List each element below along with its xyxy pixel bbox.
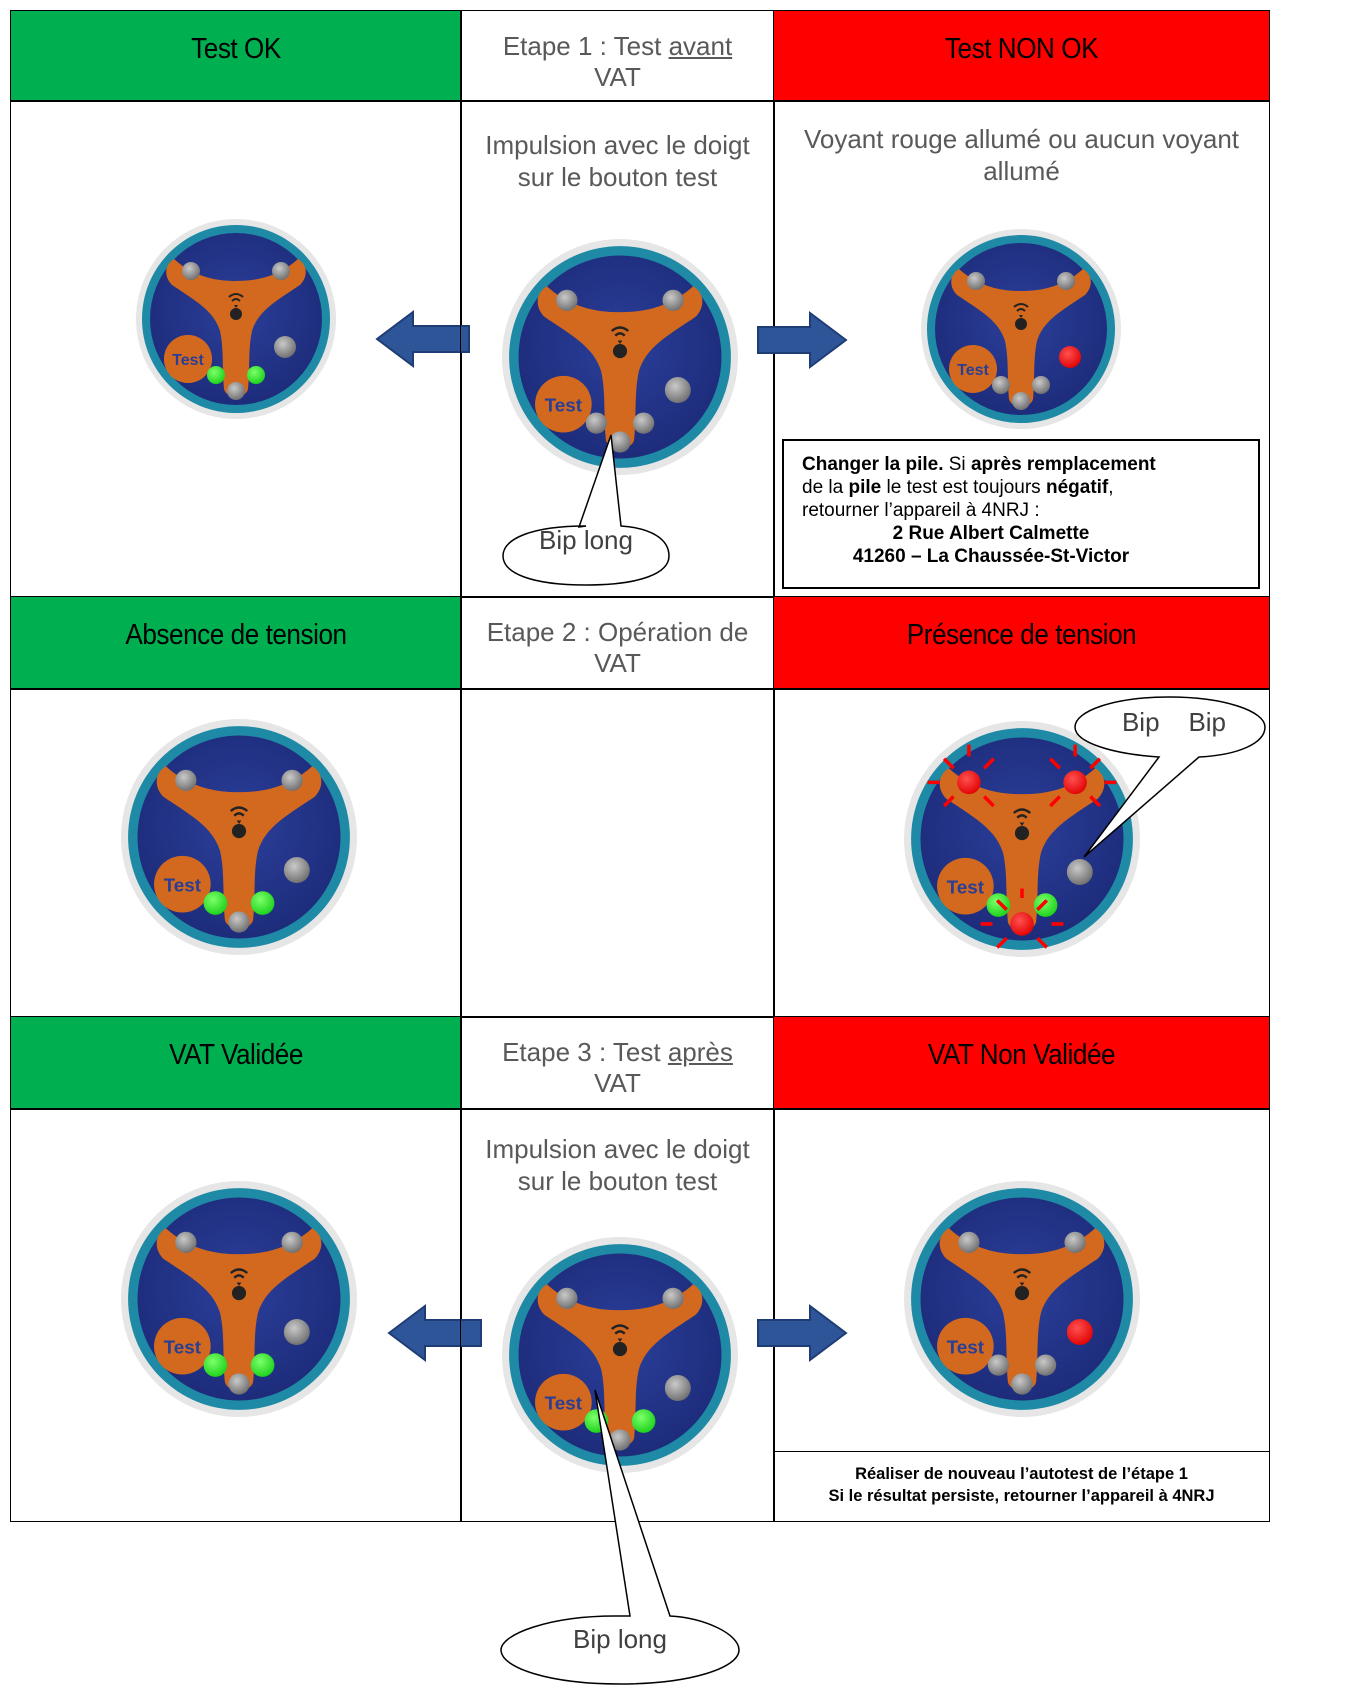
replace-battery-note: Changer la pile. Si après remplacement d… [782, 439, 1260, 589]
row3-not-validated-header: VAT Non Validée [773, 1016, 1270, 1110]
row2-presence-header: Présence de tension [773, 596, 1270, 690]
bip-long-bubble [502, 434, 670, 586]
arrow-right-icon [757, 1304, 848, 1362]
row3-step-title: Etape 3 : Test après VAT [461, 1037, 774, 1099]
device-press-test: Test [502, 239, 738, 475]
row1-step-description: Impulsion avec le doigt sur le bouton te… [461, 129, 774, 193]
row2-presence-cell: Test Bip Bip [773, 688, 1270, 1018]
bip-bip-bubble [1074, 696, 1266, 858]
row2-step-cell [460, 688, 775, 1018]
bip-long-bubble-bottom [500, 1389, 740, 1685]
note-address1: 2 Rue Albert Calmette [892, 523, 1090, 544]
bip-long-text: Bip long [539, 525, 633, 555]
row1-step-title: Etape 1 : Test avant VAT [461, 31, 774, 93]
row3-validated-title: VAT Validée [169, 1039, 303, 1071]
row1-nok-description: Voyant rouge allumé ou aucun voyant allu… [774, 123, 1269, 187]
row1-nok-desc-line1: Voyant rouge allumé ou aucun voyant [803, 124, 1240, 154]
row1-step-suffix: VAT [594, 62, 641, 92]
row3-step-header: Etape 3 : Test après VAT [460, 1016, 775, 1110]
row1-ok-title: Test OK [191, 33, 281, 65]
svg-text:Test: Test [545, 394, 583, 415]
note-line2: de la pile le test est toujours négatif, [802, 477, 1114, 498]
row1-desc-line1: Impulsion avec le doigt [485, 130, 750, 160]
bip-bip-text: Bip Bip [1121, 707, 1227, 737]
row3-desc-line2: sur le bouton test [517, 1166, 718, 1196]
row1-step-header: Etape 1 : Test avant VAT [460, 10, 775, 102]
retest-note-line1: Réaliser de nouveau l’autotest de l’étap… [855, 1465, 1188, 1483]
svg-text:Test: Test [957, 362, 989, 379]
row3-validated-header: VAT Validée [10, 1016, 462, 1110]
device-vat-not-validated: Test [904, 1181, 1140, 1417]
note-line3: retourner l’appareil à 4NRJ : [802, 500, 1040, 521]
row3-desc-line1: Impulsion avec le doigt [485, 1134, 750, 1164]
row2-step-header: Etape 2 : Opération de VAT [460, 596, 775, 690]
svg-text:Test: Test [947, 1336, 985, 1357]
row3-validated-cell: Test [10, 1108, 482, 1522]
svg-text:Test: Test [545, 1392, 583, 1413]
row2-step-line2: VAT [594, 648, 641, 678]
device-vat-validated: Test [121, 1181, 357, 1417]
device-presence-tension: Test [904, 721, 1140, 957]
row3-step-suffix: VAT [594, 1068, 641, 1098]
svg-text:Test: Test [172, 352, 204, 369]
retest-note-line2: Si le résultat persiste, retourner l’app… [828, 1487, 1215, 1505]
row2-absence-title: Absence de tension [125, 619, 347, 651]
row2-absence-header: Absence de tension [10, 596, 462, 690]
row1-step-cell: Impulsion avec le doigt sur le bouton te… [460, 100, 775, 598]
row1-step-prefix: Etape 1 : Test [502, 31, 669, 61]
note-address2: 41260 – La Chaussée-St-Victor [852, 546, 1130, 567]
svg-text:Test: Test [947, 876, 985, 897]
row1-ok-header: Test OK [10, 10, 462, 102]
row3-step-description: Impulsion avec le doigt sur le bouton te… [461, 1133, 774, 1197]
note-line1: Changer la pile. Si après remplacement [802, 454, 1156, 475]
row1-nok-title: Test NON OK [944, 33, 1099, 65]
row3-not-validated-title: VAT Non Validée [927, 1039, 1116, 1071]
row2-step-title: Etape 2 : Opération de VAT [461, 617, 774, 679]
device-test-nok: Test [921, 229, 1121, 429]
device-test-ok: Test [136, 219, 336, 419]
row3-step-underlined: après [667, 1037, 733, 1067]
row2-presence-title: Présence de tension [906, 619, 1137, 651]
row1-nok-cell: Voyant rouge allumé ou aucun voyant allu… [757, 100, 1270, 598]
row1-nok-header: Test NON OK [773, 10, 1270, 102]
row1-step-underlined: avant [668, 31, 733, 61]
row1-nok-desc-line2: allumé [983, 156, 1060, 186]
device-absence-tension: Test [121, 719, 357, 955]
arrow-left-icon [375, 310, 470, 368]
row3-not-validated-cell: Test Réaliser de nouveau l’autotest de l… [757, 1108, 1270, 1522]
row2-absence-cell: Test [10, 688, 462, 1018]
arrow-left-icon [387, 1304, 482, 1362]
note-divider [774, 1451, 1269, 1452]
bip-long-bottom-text: Bip long [573, 1624, 667, 1654]
row3-step-prefix: Etape 3 : Test [502, 1037, 668, 1067]
svg-text:Test: Test [164, 874, 202, 895]
svg-text:Test: Test [164, 1336, 202, 1357]
row2-step-line1: Etape 2 : Opération de [486, 617, 749, 647]
retest-note: Réaliser de nouveau l’autotest de l’étap… [774, 1463, 1269, 1507]
arrow-right-icon [757, 311, 848, 369]
row1-ok-cell: Test [10, 100, 470, 598]
row3-step-cell: Impulsion avec le doigt sur le bouton te… [460, 1108, 775, 1522]
row1-desc-line2: sur le bouton test [517, 162, 718, 192]
